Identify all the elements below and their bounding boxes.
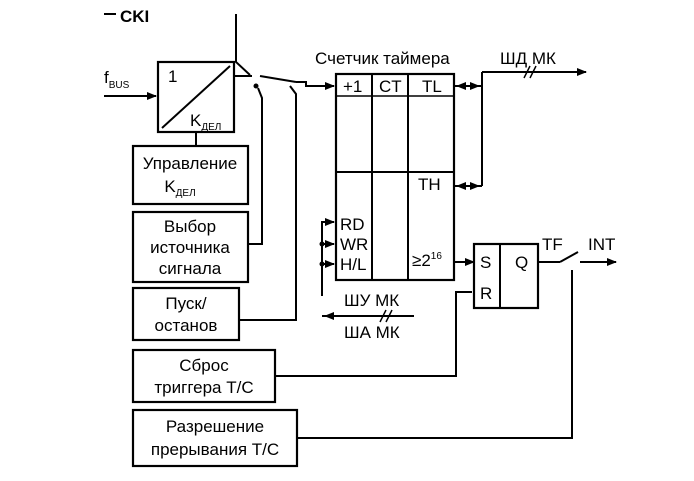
start-stop-line2: останов (155, 316, 218, 335)
int-enable-wire (297, 270, 573, 439)
int-switch-blade (559, 251, 579, 263)
th-bus-arrow-right (470, 182, 480, 190)
tf-label: TF (542, 235, 563, 254)
reset-block (131, 348, 277, 404)
source-select-line3: сигнала (159, 259, 222, 278)
cki-wire (235, 24, 251, 76)
counter-inc-label: +1 (343, 77, 362, 96)
counter-overflow-label: ≥216 (412, 251, 442, 270)
start-stop-line1: Пуск/ (165, 294, 206, 313)
divider-diagonal (161, 65, 231, 129)
reset-wire (275, 291, 472, 377)
source-select-line2: источника (150, 238, 230, 257)
divider-control-line1: Управление (143, 154, 238, 173)
control-bus-bracket (321, 221, 334, 296)
start-stop-wire (239, 85, 297, 321)
int-enable-block (131, 408, 299, 468)
divider-k-label: KДЕЛ (190, 111, 221, 133)
counter-title: Счетчик таймера (315, 49, 450, 68)
counter-hl-label: H/L (340, 255, 366, 274)
reset-line2: триггера T/C (154, 378, 253, 397)
bus-junction-2 (319, 261, 325, 267)
int-label: INT (588, 235, 615, 254)
data-bus-slash-1 (523, 65, 531, 79)
tl-bus-arrow-right (470, 82, 480, 90)
fbus-label: fBUS (104, 68, 130, 91)
flipflop-q-label: Q (515, 253, 528, 272)
counter-tl-label: TL (422, 77, 442, 96)
flipflop-block (472, 242, 540, 310)
reset-line1: Сброс (179, 356, 229, 375)
start-stop-block (131, 286, 241, 342)
data-bus-label: ШД МК (500, 49, 556, 68)
control-bus-label: ШУ МК (344, 291, 399, 310)
switch-blade (259, 75, 297, 83)
counter-th-label: TH (418, 175, 441, 194)
control-bus-slash-2 (385, 309, 393, 323)
cki-label: CKI (120, 7, 149, 26)
switch-contact-1 (253, 83, 259, 89)
divider-control-block (131, 144, 250, 206)
control-address-bus-arrow (324, 312, 334, 320)
flipflop-s-label: S (480, 253, 491, 272)
address-bus-label: ША МК (344, 323, 400, 342)
flipflop-r-label: R (480, 284, 492, 303)
counter-wr-label: WR (340, 235, 368, 254)
divider-numerator: 1 (168, 67, 177, 86)
int-enable-line1: Разрешение (166, 417, 264, 436)
th-bus-arrow-left (456, 182, 466, 190)
bus-junction-1 (319, 241, 325, 247)
counter-ct-label: CT (379, 77, 402, 96)
int-enable-line2: прерывания T/C (151, 440, 279, 459)
counter-rd-label: RD (340, 215, 365, 234)
control-bus-slash (379, 309, 387, 323)
source-select-block (131, 210, 250, 284)
source-select-wire (248, 87, 263, 245)
source-select-line1: Выбор (164, 217, 216, 236)
tl-bus-arrow-left (456, 82, 466, 90)
counter-block (334, 72, 456, 282)
divider-control-line2: KДЕЛ (164, 177, 195, 199)
data-bus-slash-2 (529, 65, 537, 79)
